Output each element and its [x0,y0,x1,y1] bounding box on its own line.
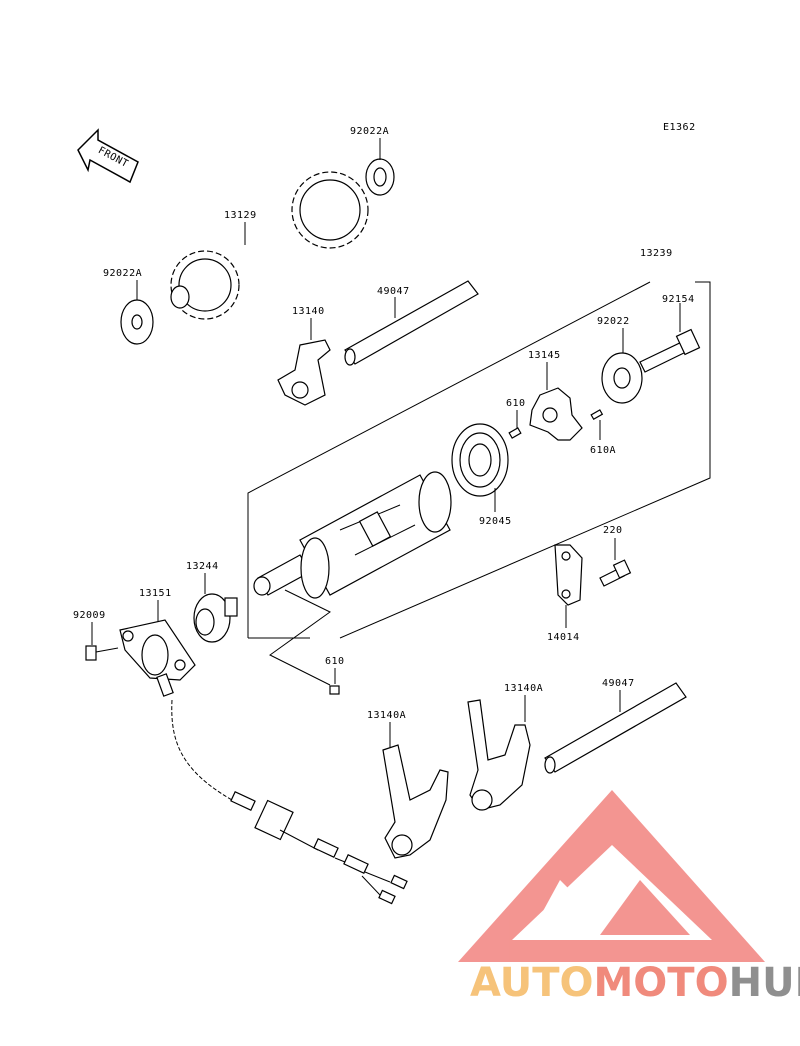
shift-fork-upper [277,339,331,406]
bolt-92154 [639,328,701,373]
label-13140: 13140 [292,306,325,317]
star-plate [529,387,583,441]
label-92154: 92154 [662,294,695,305]
shift-rod-upper [344,280,479,366]
gear-shaft [170,171,369,320]
diagram-code: E1362 [663,122,696,133]
shift-rod-lower [544,682,687,774]
shift-fork-right [467,699,531,811]
shift-drum [253,471,452,599]
bolt-92009 [85,645,119,661]
label-92022a-left: 92022A [103,268,142,279]
cam-13244 [193,593,238,643]
label-92045: 92045 [479,516,512,527]
label-610-upper: 610 [506,398,526,409]
watermark-middle: MOTO [594,960,729,1006]
pin-610-lower [329,685,340,695]
watermark-prefix: AUTO [470,960,594,1006]
label-13151: 13151 [139,588,172,599]
label-92022a-top: 92022A [350,126,389,137]
wire-harness [171,699,408,905]
watermark-text: AUTOMOTOHUB [470,960,800,1006]
label-92022: 92022 [597,316,630,327]
pin-610a [590,409,604,421]
label-49047-upper: 49047 [377,286,410,297]
shift-fork-left [382,744,449,859]
stopper-14014 [554,544,583,606]
watermark-suffix: HUB [729,960,800,1006]
label-14014: 14014 [547,632,580,643]
front-arrow-icon: FRONT [77,128,139,184]
label-49047-lower: 49047 [602,678,635,689]
label-13129: 13129 [224,210,257,221]
label-220: 220 [603,525,623,536]
pin-610 [508,427,522,439]
washer-92022 [601,352,643,404]
label-92009: 92009 [73,610,106,621]
watermark-logo-icon [458,790,765,962]
label-13239: 13239 [640,248,673,259]
label-610a: 610A [590,445,616,456]
sensor-13151 [119,619,196,697]
label-610-lower: 610 [325,656,345,667]
label-13140a-left: 13140A [367,710,406,721]
label-13140a-right: 13140A [504,683,543,694]
bearing [451,423,509,497]
label-13244: 13244 [186,561,219,572]
label-13145: 13145 [528,350,561,361]
bolt-220 [599,559,632,587]
